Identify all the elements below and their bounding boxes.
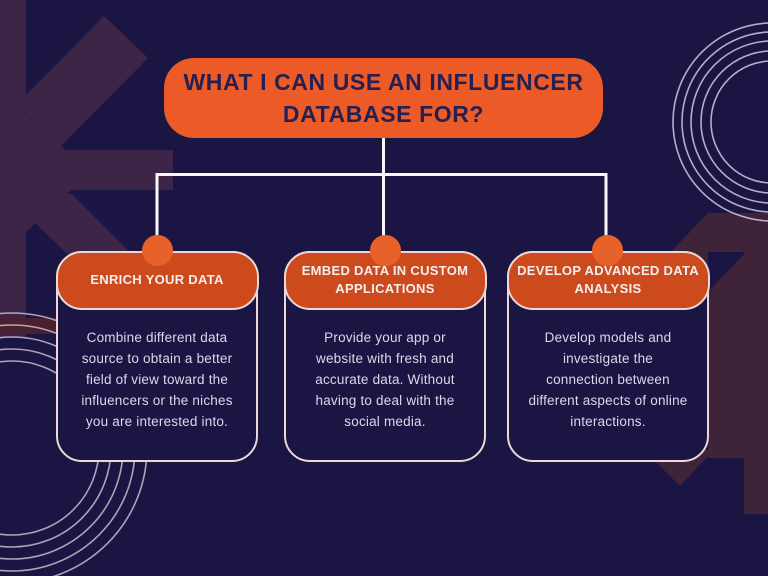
card-body-text: Combine different data source to obtain … (81, 330, 233, 430)
card-enrich-your-data: ENRICH YOUR DATA Combine different data … (55, 250, 259, 462)
card-header: EMBED DATA IN CUSTOM APPLICATIONS (283, 250, 487, 310)
card-header-text: DEVELOP ADVANCED DATA ANALYSIS (517, 263, 699, 296)
connector-dot (142, 235, 173, 266)
top-right-rings (672, 22, 768, 222)
title-text: WHAT I CAN USE AN INFLUENCER DATABASE FO… (183, 68, 584, 127)
card-body: Provide your app or website with fresh a… (286, 310, 484, 461)
card-develop-advanced-data-analysis: DEVELOP ADVANCED DATA ANALYSIS Develop m… (506, 250, 710, 462)
card-header-text: EMBED DATA IN CUSTOM APPLICATIONS (301, 263, 469, 296)
connector-dot (592, 235, 623, 266)
card-embed-data-in-custom-applications: EMBED DATA IN CUSTOM APPLICATIONS Provid… (283, 250, 487, 462)
card-body: Develop models and investigate the conne… (509, 310, 707, 461)
card-header-text: ENRICH YOUR DATA (90, 272, 224, 288)
card-body-text: Provide your app or website with fresh a… (315, 330, 455, 430)
card-body-text: Develop models and investigate the conne… (528, 330, 688, 430)
title-banner: WHAT I CAN USE AN INFLUENCER DATABASE FO… (164, 58, 603, 138)
connector-dot (370, 235, 401, 266)
card-body: Combine different data source to obtain … (58, 310, 256, 461)
